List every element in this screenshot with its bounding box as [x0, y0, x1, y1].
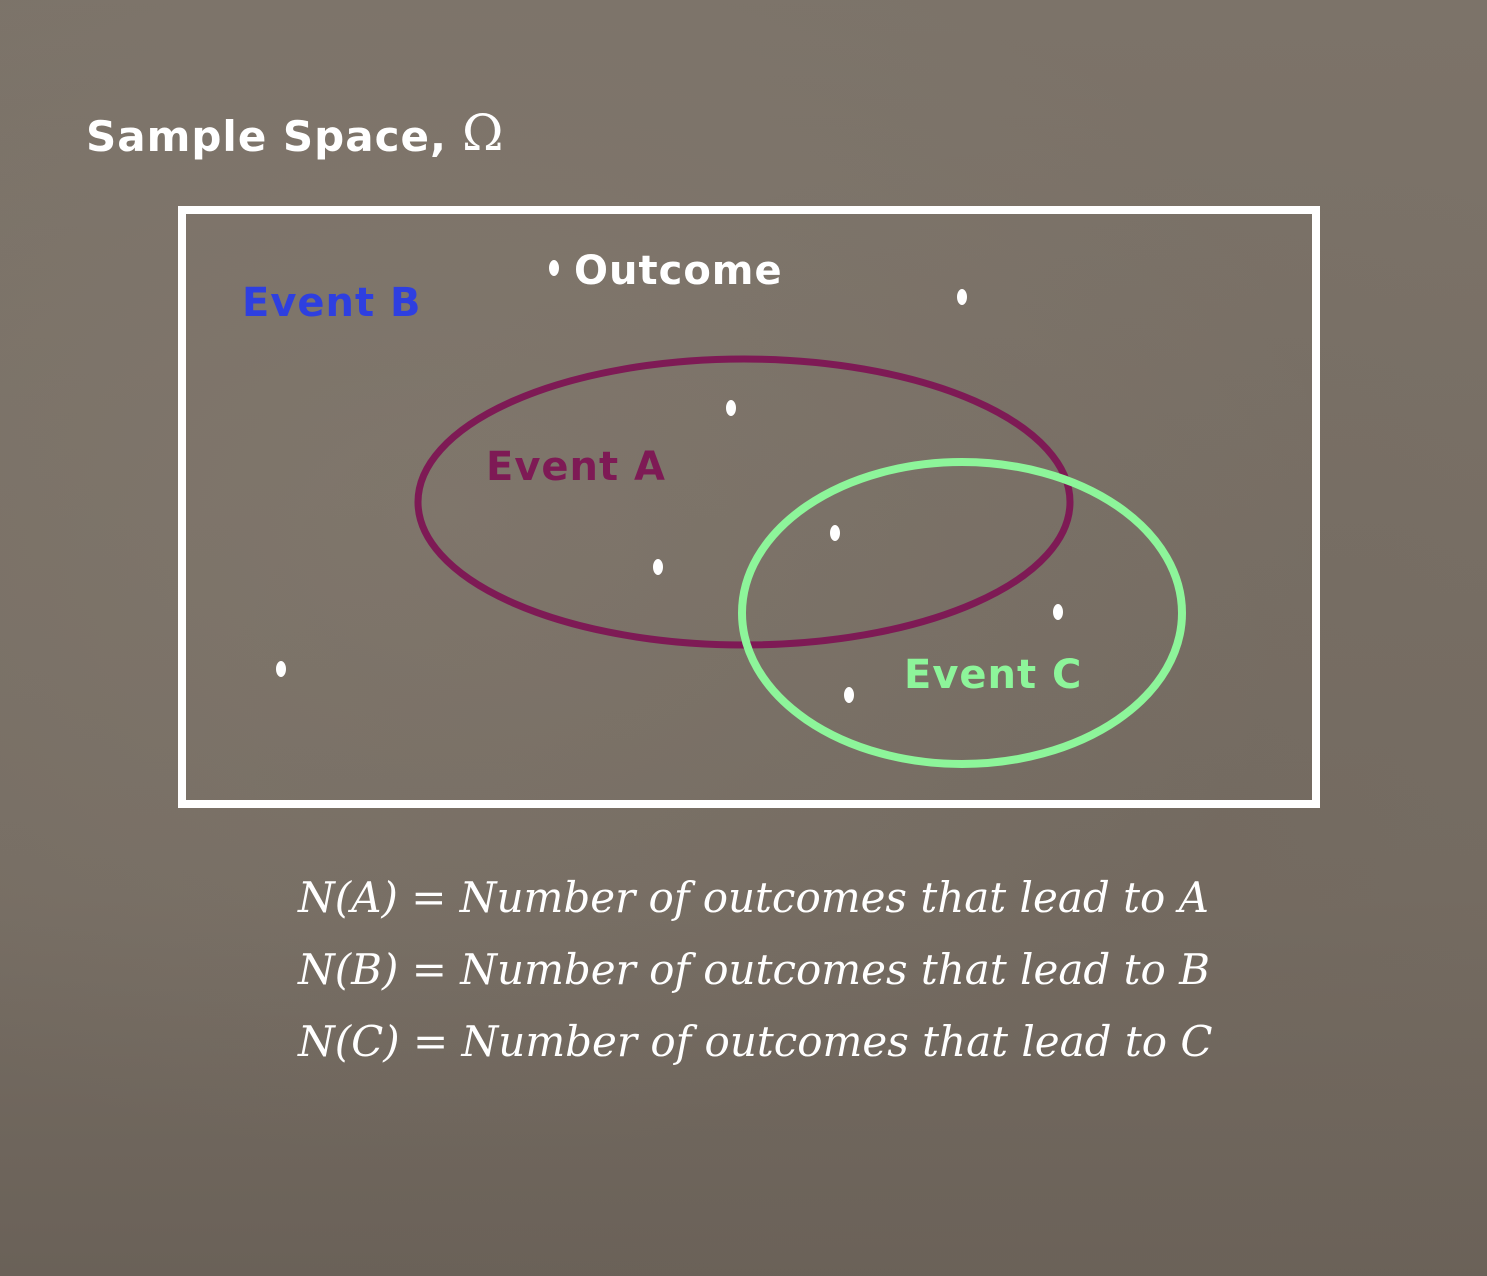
event-c-ellipse — [738, 458, 1186, 768]
event-b-label: Event B — [242, 280, 422, 326]
formula-n-c: N(C) = Number of outcomes that lead to C — [298, 1017, 1213, 1066]
outcome-point — [653, 559, 663, 575]
formula-block: N(A) = Number of outcomes that lead to A… — [298, 862, 1213, 1078]
outcome-point — [830, 525, 840, 541]
omega-symbol: Ω — [462, 104, 504, 162]
outcome-point — [276, 661, 286, 677]
outcome-point — [726, 400, 736, 416]
outcome-point — [957, 289, 967, 305]
outcome-point — [549, 260, 559, 276]
formula-n-b: N(B) = Number of outcomes that lead to B — [298, 945, 1211, 994]
sample-space-rectangle — [178, 206, 1320, 808]
event-a-label: Event A — [486, 444, 667, 490]
formula-n-a: N(A) = Number of outcomes that lead to A — [298, 873, 1209, 922]
event-c-label: Event C — [904, 652, 1083, 698]
outcome-point — [844, 687, 854, 703]
outcome-point — [1053, 604, 1063, 620]
outcome-label: Outcome — [574, 248, 783, 294]
sample-space-title: Sample Space, — [86, 112, 447, 161]
